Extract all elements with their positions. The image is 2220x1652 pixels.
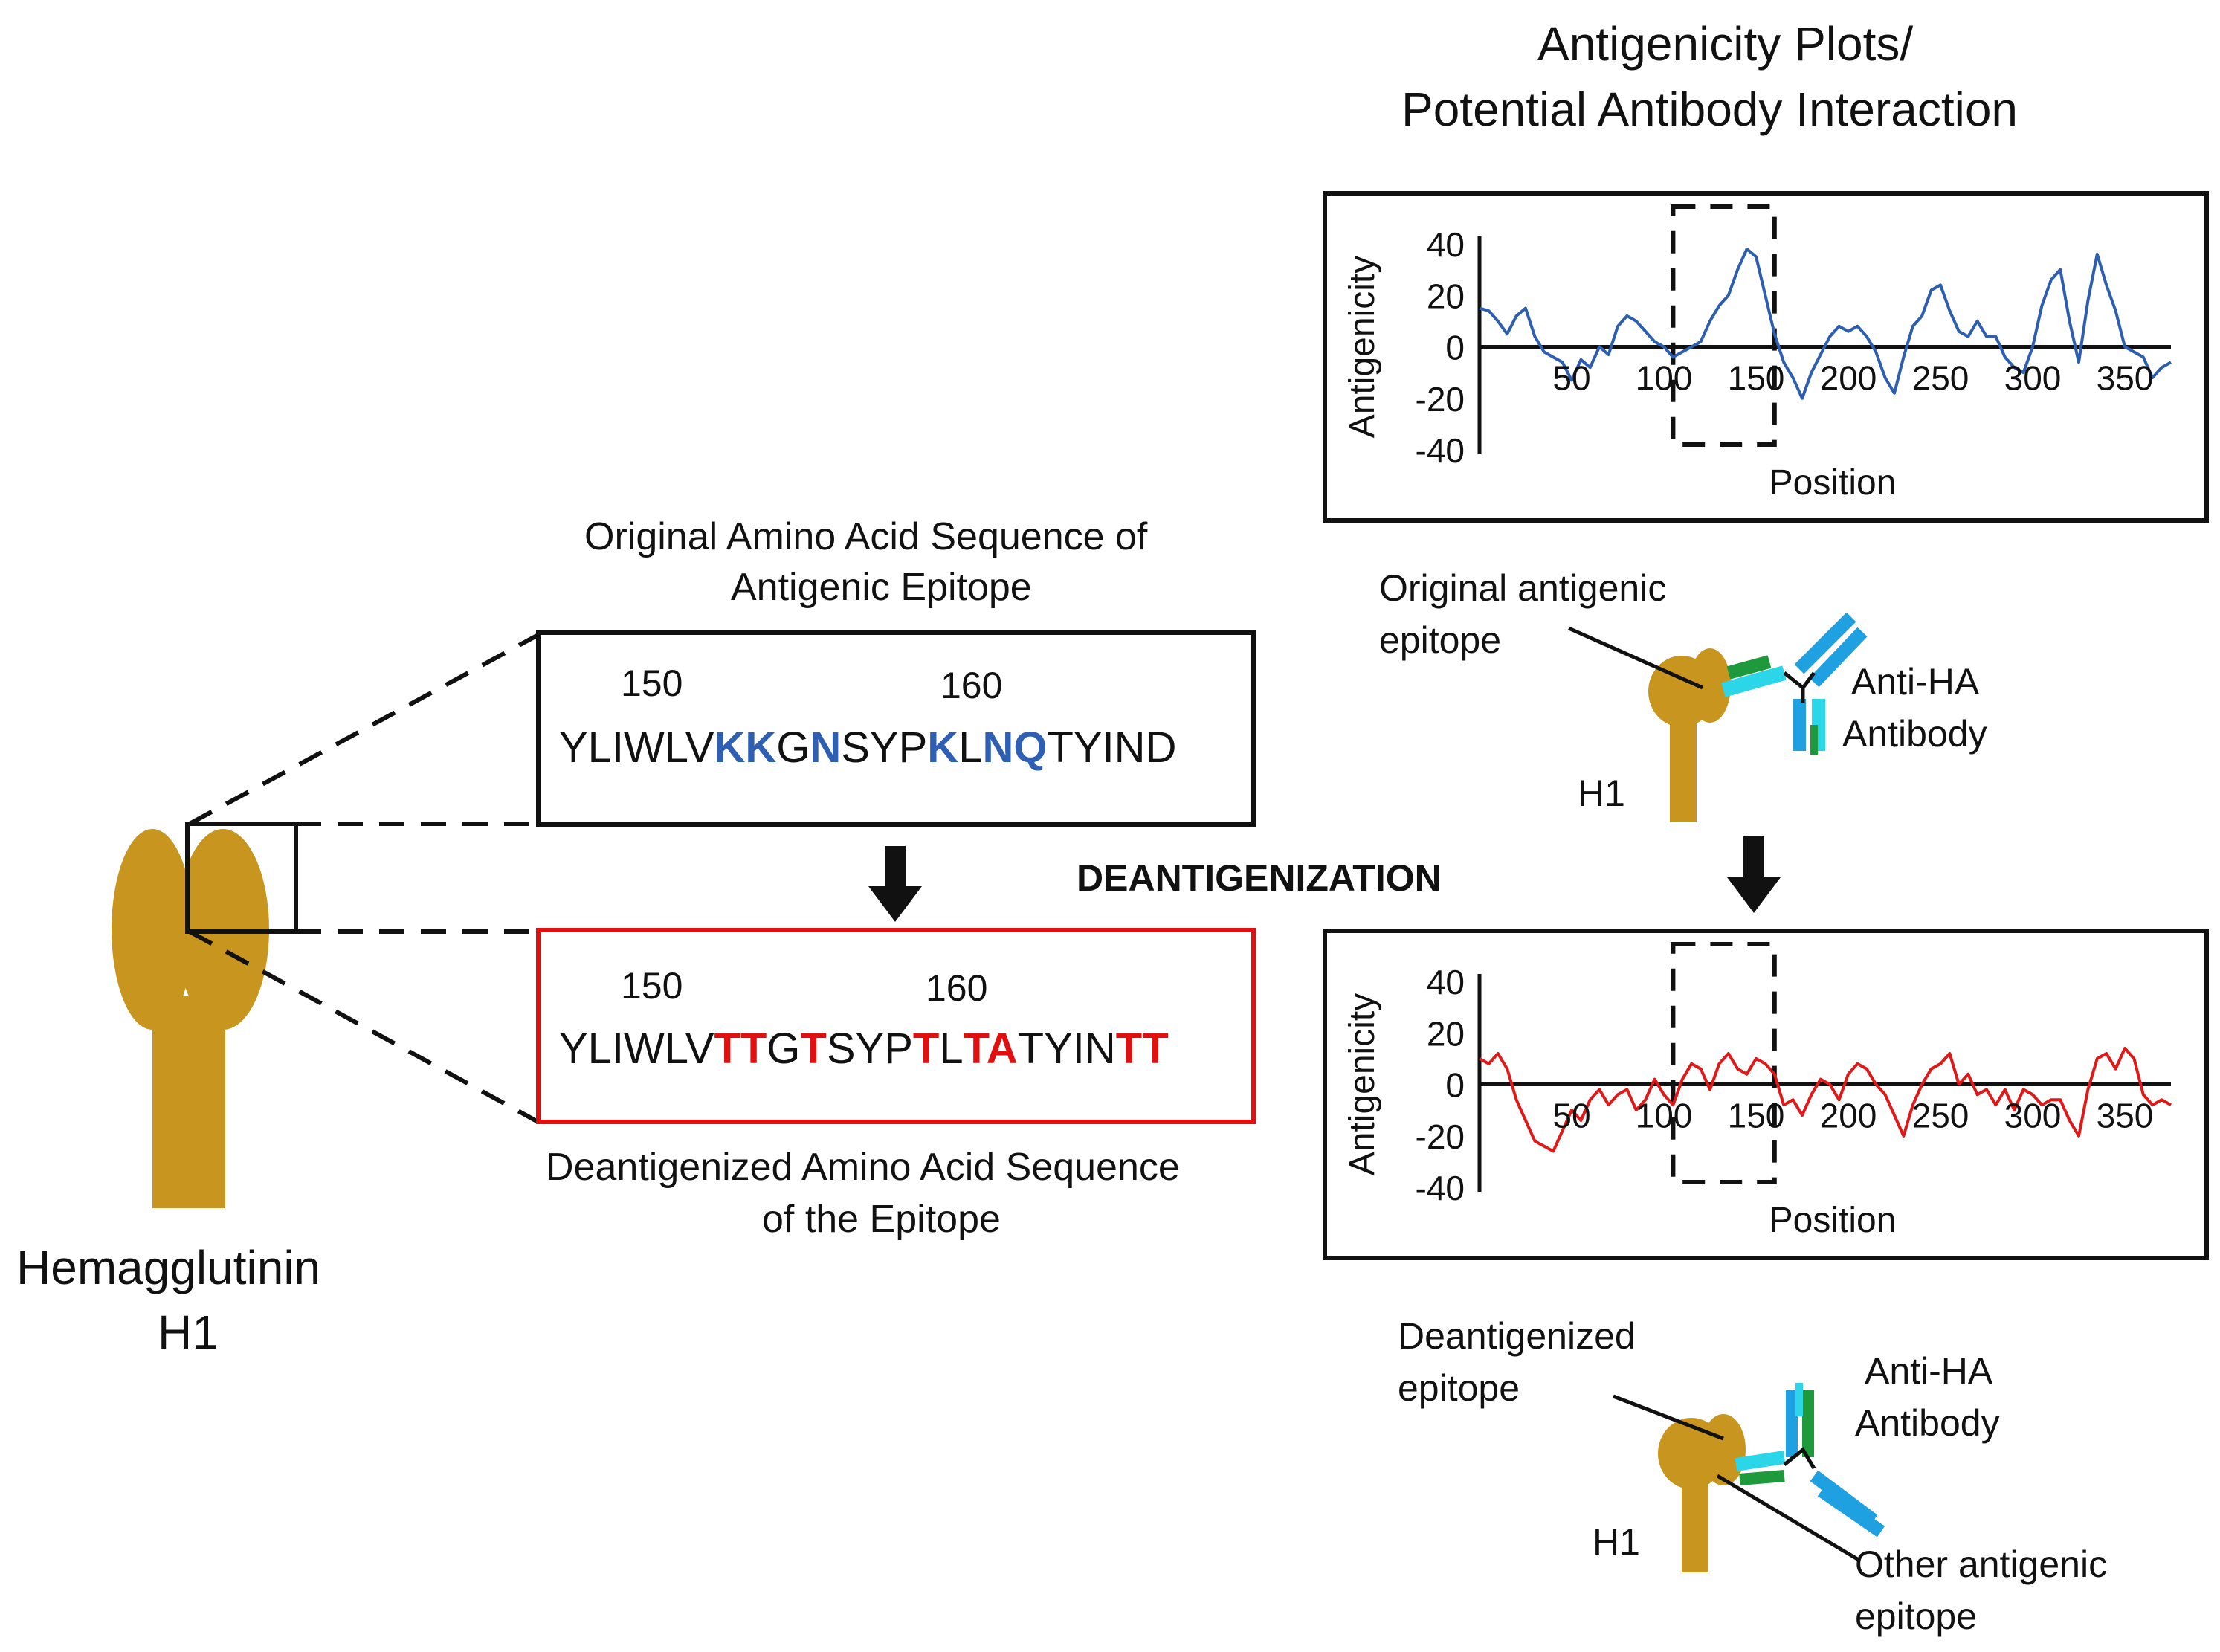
y-tick-label: -40 [1416, 1169, 1465, 1207]
top-h1-label: H1 [1578, 772, 1625, 814]
sequence-segment: SYP [841, 723, 928, 772]
sequence-segment: G [767, 1025, 801, 1073]
y-axis-label: Antigenicity [1343, 256, 1382, 438]
original-marker-150: 150 [621, 662, 683, 704]
sequence-segment: K [927, 723, 959, 772]
y-tick-label: 0 [1445, 1066, 1465, 1105]
x-tick-label: 50 [1552, 359, 1590, 398]
y-tick-label: 20 [1427, 277, 1465, 315]
x-tick-label: 150 [1728, 359, 1785, 398]
epitope-highlight-box [1671, 942, 1777, 1184]
x-axis-label: Position [1769, 463, 1897, 503]
original-marker-160: 160 [940, 665, 1003, 706]
x-tick-label: 350 [2097, 359, 2154, 398]
bottom-h1-shape [1658, 1414, 1746, 1572]
deantigenized-caption-line2: of the Epitope [762, 1198, 1001, 1241]
sequence-segment: TT [1115, 1025, 1169, 1073]
hemagglutinin-label-line2: H1 [158, 1306, 219, 1359]
x-tick-label: 150 [1728, 1097, 1785, 1135]
original-chart-frame [1323, 191, 2209, 523]
sequence-segment: L [939, 1025, 964, 1073]
other-epitope-label-line2: epitope [1855, 1595, 1978, 1637]
x-axis-label: Position [1769, 1201, 1897, 1240]
y-tick-label: 0 [1445, 329, 1465, 367]
original-sequence-text: YLIWLVKKGNSYPKLNQTYIND [559, 723, 1176, 772]
sequence-segment: T [800, 1025, 827, 1073]
x-tick-label: 300 [2004, 1097, 2062, 1135]
deantigenized-sequence-box [536, 928, 1256, 1124]
y-tick-label: 40 [1427, 963, 1465, 1001]
epitope-highlight-box [1671, 204, 1777, 447]
top-antibody-label-line1: Anti-HA [1851, 661, 1980, 703]
original-sequence-box [536, 630, 1256, 827]
bottom-h1-label: H1 [1593, 1521, 1640, 1563]
bottom-antibody-icon [1735, 1383, 1885, 1538]
x-tick-label: 300 [2004, 359, 2062, 398]
y-tick-label: 20 [1427, 1014, 1465, 1053]
x-tick-label: 100 [1636, 359, 1693, 398]
middle-down-arrow [868, 846, 922, 922]
sequence-segment: YLIWLV [559, 723, 714, 772]
bottom-antibody-label-line2: Antibody [1855, 1402, 2000, 1444]
top-antibody-label-line2: Antibody [1842, 713, 1987, 755]
deantigenized-sequence-text: YLIWLVTTGTSYPTLTATYINTT [559, 1024, 1169, 1074]
x-tick-label: 250 [1912, 359, 1969, 398]
bottom-epitope-pointer [1613, 1394, 1724, 1441]
x-tick-label: 350 [2097, 1097, 2154, 1135]
other-epitope-label-line1: Other antigenic [1855, 1543, 2108, 1585]
sequence-segment: G [776, 723, 810, 772]
sequence-segment: TA [963, 1025, 1018, 1073]
antigenicity-line [1479, 247, 2172, 400]
sequence-segment: L [958, 723, 983, 772]
deantigenized-marker-150: 150 [621, 965, 683, 1007]
x-tick-label: 100 [1636, 1097, 1693, 1135]
bottom-epitope-label-line1: Deantigenized [1398, 1315, 1636, 1357]
bottom-epitope-label-line2: epitope [1398, 1367, 1520, 1409]
y-tick-label: -20 [1416, 380, 1465, 419]
y-tick-label: -40 [1416, 431, 1465, 470]
zoom-connectors [188, 633, 538, 1123]
x-tick-label: 250 [1912, 1097, 1969, 1135]
top-epitope-label-line1: Original antigenic [1379, 567, 1667, 609]
sequence-segment: TYIN [1017, 1025, 1116, 1073]
antigenicity-line [1479, 1047, 2172, 1153]
sequence-segment: YLIWLV [559, 1025, 714, 1073]
sequence-segment: KK [714, 723, 777, 772]
epitope-zoom-box [185, 822, 298, 934]
hemagglutinin-shape [112, 829, 269, 1208]
sequence-segment: SYP [826, 1025, 913, 1073]
top-epitope-label-line2: epitope [1379, 619, 1502, 661]
sequence-segment: T [912, 1025, 940, 1073]
deantigenized-chart-frame [1323, 929, 2209, 1260]
hemagglutinin-label-line1: Hemagglutinin [16, 1241, 321, 1294]
x-tick-label: 200 [1820, 1097, 1877, 1135]
top-antibody-icon [1721, 612, 1868, 755]
bottom-antibody-label-line1: Anti-HA [1865, 1350, 1993, 1392]
sequence-segment: N [810, 723, 842, 772]
x-tick-label: 200 [1820, 359, 1877, 398]
deantigenized-marker-160: 160 [926, 967, 988, 1009]
top-epitope-pointer [1567, 626, 1704, 690]
y-tick-label: 40 [1427, 225, 1465, 264]
figure-title-line2: Potential Antibody Interaction [1401, 83, 2018, 136]
top-h1-shape [1648, 648, 1731, 822]
original-caption-line2: Antigenic Epitope [731, 566, 1032, 609]
sequence-segment: TT [714, 1025, 767, 1073]
deantigenization-label: DEANTIGENIZATION [1077, 857, 1442, 899]
figure-title-line1: Antigenicity Plots/ [1537, 17, 1914, 71]
other-epitope-pointer [1716, 1474, 1860, 1562]
original-caption-line1: Original Amino Acid Sequence of [584, 515, 1148, 558]
sequence-segment: TYIND [1047, 723, 1177, 772]
y-tick-label: -20 [1416, 1117, 1465, 1156]
deantigenized-caption-line1: Deantigenized Amino Acid Sequence [546, 1146, 1180, 1189]
sequence-segment: NQ [982, 723, 1048, 772]
right-down-arrow [1727, 836, 1781, 913]
x-tick-label: 50 [1552, 1097, 1590, 1135]
y-axis-label: Antigenicity [1343, 993, 1382, 1175]
